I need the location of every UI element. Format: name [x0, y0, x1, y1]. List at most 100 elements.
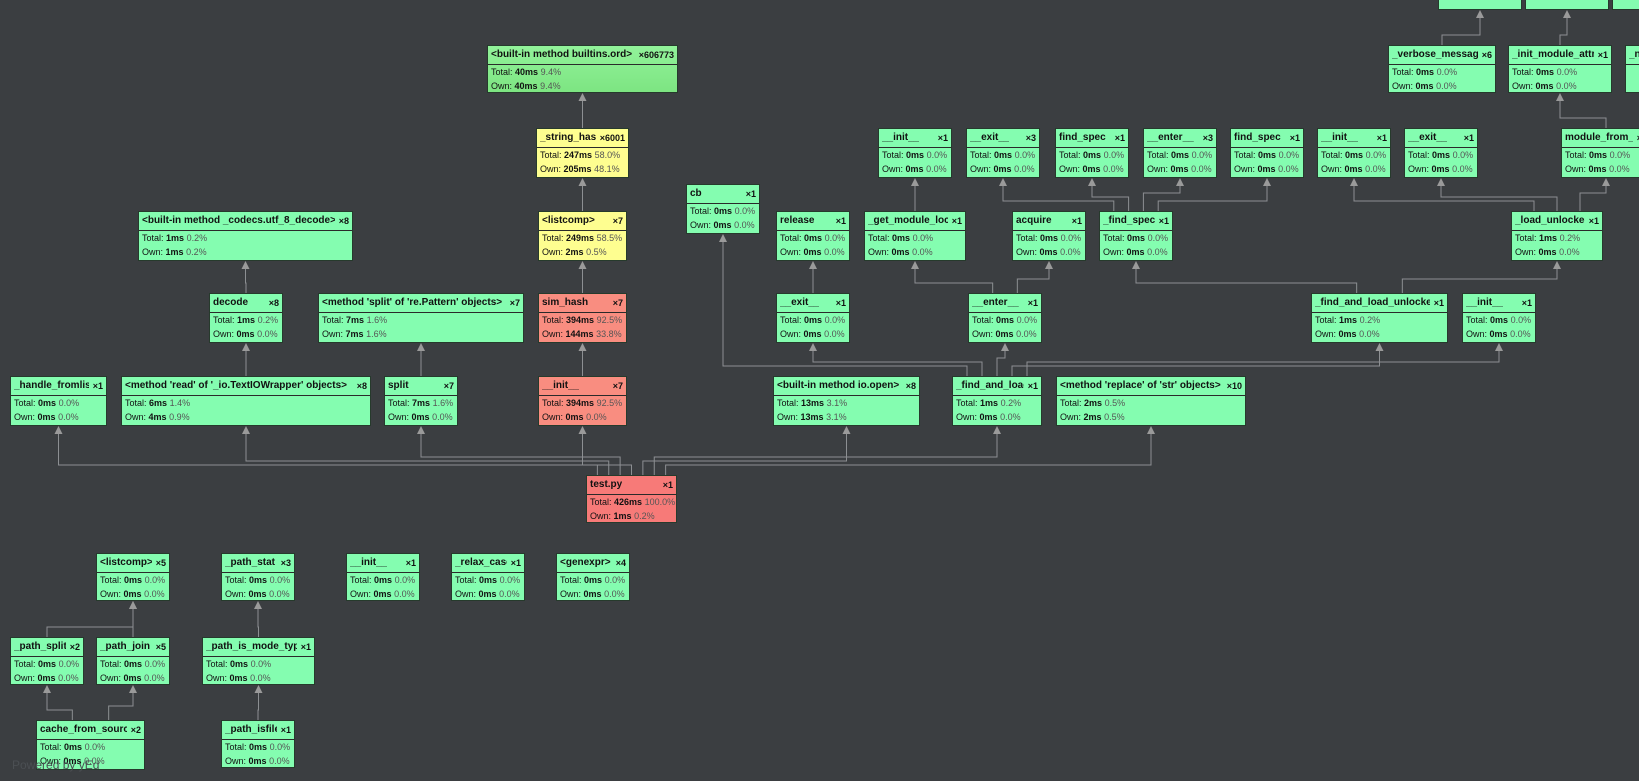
own-time: 0ms: [1170, 164, 1189, 174]
own-label: Own:: [491, 81, 513, 91]
own-time: 0ms: [583, 589, 602, 599]
node-header: _path_split×2: [11, 638, 83, 657]
edge-cache-from-source-to-path-split: [43, 685, 73, 720]
own-time: 0ms: [905, 164, 924, 174]
total-percent: 0.0%: [394, 575, 416, 585]
node-top-b[interactable]: Own: 0ms 0.0%: [1525, 0, 1609, 10]
total-percent: 0.0%: [1510, 315, 1532, 325]
own-time: 0ms: [1588, 164, 1607, 174]
total-label: Total:: [542, 398, 564, 408]
own-time: 0ms: [1257, 164, 1276, 174]
own-percent: 0.0%: [1278, 164, 1299, 174]
total-row: Total: 0ms 0.0%: [969, 313, 1041, 327]
total-time: 0ms: [1127, 233, 1146, 243]
own-percent: 0.0%: [1365, 164, 1386, 174]
total-row: Total: 0ms 0.0%: [1100, 231, 1172, 245]
total-label: Total:: [1466, 315, 1488, 325]
node-header: __init__×1: [1318, 129, 1390, 148]
own-percent: 0.0%: [499, 589, 520, 599]
total-time: 0ms: [249, 575, 268, 585]
call-count: ×1: [745, 189, 756, 199]
node-header: __exit__×3: [967, 129, 1039, 148]
edge-module-from-spec-to-init-module-attrs: [1556, 93, 1607, 128]
own-time: 0ms: [993, 164, 1012, 174]
total-row: Total: 0ms 0.0%: [1463, 313, 1535, 327]
total-row: Total: 0ms 0.0%: [222, 740, 294, 754]
own-label: Own:: [1512, 81, 1534, 91]
node-top-c[interactable]: Own: 0ms 0.0%: [1612, 0, 1639, 10]
total-percent: 0.0%: [250, 659, 272, 669]
total-percent: 58.0%: [594, 150, 621, 160]
total-time: 247ms: [564, 150, 593, 160]
total-time: 0ms: [374, 575, 393, 585]
function-name: <listcomp>: [100, 557, 152, 568]
total-label: Total:: [1512, 67, 1534, 77]
function-name: __init__: [882, 132, 920, 143]
total-row: Total: 0ms 0.0%: [1405, 148, 1477, 162]
edge-find-and-load-unlocked-to-load-unlocked: [1401, 261, 1561, 293]
total-label: Total:: [970, 150, 992, 160]
call-count: ×1: [835, 298, 846, 308]
node-textio-read[interactable]: <method 'read' of '_io.TextIOWrapper' ob…: [121, 376, 371, 426]
function-name: _handle_fromlist: [14, 380, 89, 391]
total-time: 0ms: [804, 315, 823, 325]
function-name: __enter__: [972, 297, 1019, 308]
node-top-a[interactable]: Own: 0ms 0.0%: [1438, 0, 1522, 10]
own-percent: 0.0%: [1359, 329, 1380, 339]
edge-find-spec-main-to-exit-b: [999, 178, 1115, 211]
total-row: Total: 0ms 0.0%: [1389, 65, 1495, 79]
own-time: 0ms: [373, 589, 392, 599]
total-time: 6ms: [149, 398, 168, 408]
node-utf8-decode[interactable]: <built-in method _codecs.utf_8_decode>×8…: [138, 211, 353, 261]
node-pattern-split[interactable]: <method 'split' of 're.Pattern' objects>…: [318, 293, 524, 343]
node-clipped-n[interactable]: _n: [1625, 45, 1639, 93]
own-label: Own:: [100, 673, 122, 683]
own-label: Own:: [1315, 329, 1337, 339]
own-percent: 0.0%: [1147, 247, 1168, 257]
own-percent: 0.0%: [58, 412, 79, 422]
own-row: Own: 1ms 0.2%: [139, 245, 352, 259]
